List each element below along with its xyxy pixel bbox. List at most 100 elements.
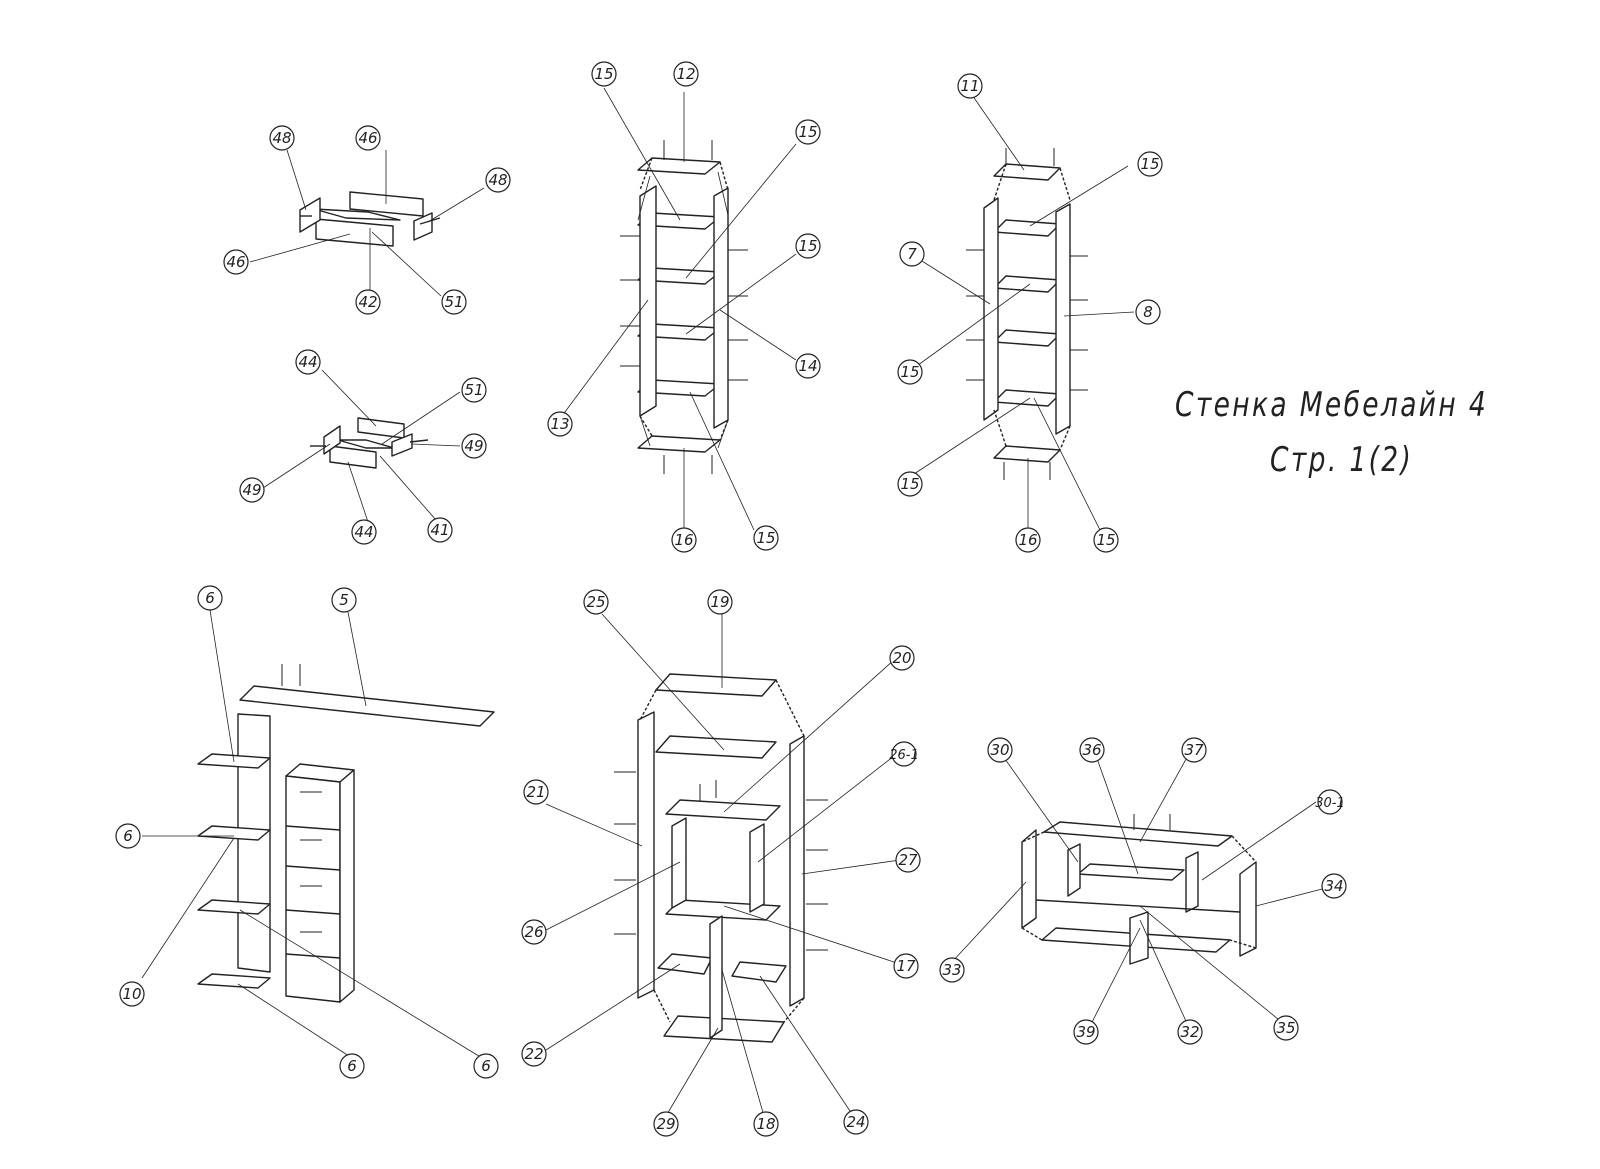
- callout-15-a: 15: [591, 61, 617, 87]
- wall-module-assembly: [614, 673, 828, 1043]
- callout-5: 5: [331, 587, 357, 613]
- svg-text:8: 8: [1143, 303, 1153, 321]
- callout-30: 30: [987, 737, 1013, 763]
- callout-27: 27: [895, 847, 921, 873]
- svg-text:16: 16: [674, 531, 693, 549]
- callout-bubbles: 46 48 48 46 42 51 44 51 49 49 44 41 15 1…: [115, 61, 1347, 1137]
- callout-26: 26: [521, 919, 547, 945]
- callout-32: 32: [1177, 1019, 1203, 1045]
- callout-15-b: 15: [795, 119, 821, 145]
- svg-text:6: 6: [123, 827, 133, 845]
- callout-41: 41: [427, 517, 453, 543]
- svg-text:7: 7: [907, 245, 917, 263]
- callout-42: 42: [355, 289, 381, 315]
- callout-36: 36: [1079, 737, 1105, 763]
- callout-6-top: 6: [197, 585, 223, 611]
- svg-text:44: 44: [354, 523, 373, 541]
- svg-text:15: 15: [1096, 531, 1115, 549]
- svg-text:15: 15: [798, 237, 817, 255]
- svg-text:36: 36: [1082, 741, 1101, 759]
- callout-49-left: 49: [239, 477, 265, 503]
- callout-10: 10: [119, 981, 145, 1007]
- screws-tv-stand: [1133, 814, 1171, 830]
- svg-text:15: 15: [1140, 155, 1159, 173]
- callout-21: 21: [523, 779, 549, 805]
- svg-text:35: 35: [1276, 1019, 1295, 1037]
- screws-unit-right: [966, 148, 1088, 480]
- callout-49-right: 49: [461, 433, 487, 459]
- screws-unit-left: [620, 140, 748, 474]
- drawer-assembly-top: [299, 191, 441, 247]
- svg-text:6: 6: [205, 589, 215, 607]
- callout-24: 24: [843, 1109, 869, 1135]
- callout-39: 39: [1073, 1019, 1099, 1045]
- callout-8: 8: [1135, 299, 1161, 325]
- callout-16-a: 16: [671, 527, 697, 553]
- svg-text:10: 10: [122, 985, 141, 1003]
- svg-text:41: 41: [430, 521, 449, 539]
- svg-text:16: 16: [1018, 531, 1037, 549]
- svg-text:19: 19: [710, 593, 729, 611]
- svg-text:39: 39: [1076, 1023, 1095, 1041]
- svg-text:22: 22: [524, 1045, 543, 1063]
- svg-text:6: 6: [481, 1057, 491, 1075]
- callout-48-right: 48: [485, 167, 511, 193]
- callout-12: 12: [673, 61, 699, 87]
- callout-6-right: 6: [473, 1053, 499, 1079]
- svg-text:46: 46: [226, 253, 245, 271]
- drawer-assembly-bottom: [310, 417, 429, 469]
- callout-44-bottom: 44: [351, 519, 377, 545]
- svg-text:32: 32: [1180, 1023, 1199, 1041]
- svg-text:25: 25: [586, 593, 605, 611]
- callout-44-top: 44: [295, 349, 321, 375]
- corner-tower-assembly: [197, 664, 495, 1003]
- callout-18: 18: [753, 1111, 779, 1137]
- callout-25: 25: [583, 589, 609, 615]
- svg-text:21: 21: [526, 783, 545, 801]
- svg-text:42: 42: [358, 293, 377, 311]
- tv-stand-assembly: [1021, 814, 1257, 965]
- callout-15-c: 15: [795, 233, 821, 259]
- shelving-unit-right: [966, 148, 1088, 480]
- svg-text:17: 17: [896, 957, 916, 975]
- callout-46-left: 46: [223, 249, 249, 275]
- svg-text:14: 14: [798, 357, 817, 375]
- callout-15-h: 15: [1093, 527, 1119, 553]
- callout-15-d: 15: [753, 525, 779, 551]
- svg-text:33: 33: [942, 961, 961, 979]
- callout-33: 33: [939, 957, 965, 983]
- svg-text:15: 15: [900, 363, 919, 381]
- callout-19: 19: [707, 589, 733, 615]
- svg-text:49: 49: [242, 481, 261, 499]
- svg-text:11: 11: [960, 77, 979, 95]
- svg-text:15: 15: [900, 475, 919, 493]
- callout-11: 11: [957, 73, 983, 99]
- svg-text:29: 29: [656, 1115, 675, 1133]
- drawing-title: Стенка Мебелайн 4: [1175, 385, 1489, 425]
- callout-35: 35: [1273, 1015, 1299, 1041]
- svg-text:49: 49: [464, 437, 483, 455]
- svg-text:26: 26: [524, 923, 543, 941]
- callout-15-g: 15: [897, 471, 923, 497]
- svg-text:46: 46: [358, 129, 377, 147]
- svg-text:44: 44: [298, 353, 317, 371]
- svg-text:26-1: 26-1: [889, 748, 919, 763]
- callout-6-bottom: 6: [339, 1053, 365, 1079]
- svg-text:12: 12: [676, 65, 695, 83]
- svg-text:15: 15: [594, 65, 613, 83]
- callout-26-1: 26-1: [889, 741, 919, 767]
- callout-30-1: 30-1: [1315, 789, 1345, 815]
- svg-text:27: 27: [898, 851, 918, 869]
- callout-37: 37: [1181, 737, 1207, 763]
- callout-16-b: 16: [1015, 527, 1041, 553]
- callout-46-top: 46: [355, 125, 381, 151]
- svg-text:51: 51: [464, 381, 483, 399]
- svg-text:37: 37: [1184, 741, 1204, 759]
- screws-tower: [281, 664, 322, 933]
- callout-51-bottom: 51: [461, 377, 487, 403]
- callout-15-f: 15: [897, 359, 923, 385]
- svg-text:18: 18: [756, 1115, 775, 1133]
- svg-text:34: 34: [1324, 877, 1343, 895]
